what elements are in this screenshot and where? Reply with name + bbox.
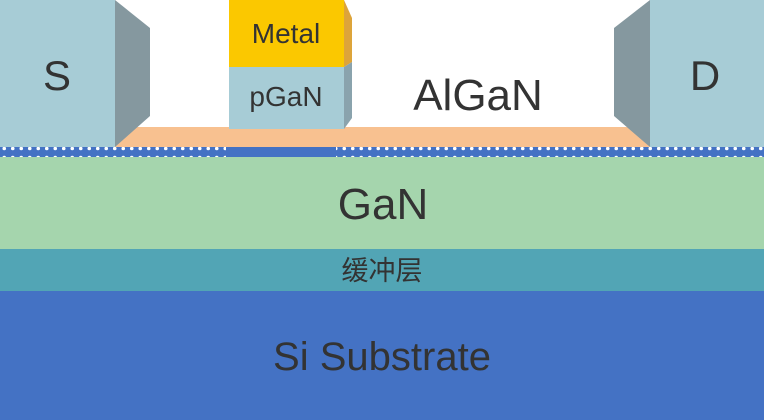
substrate-layer (0, 291, 764, 420)
drain-contact: D (614, 0, 764, 147)
metal-side (344, 0, 352, 67)
source-contact-side (115, 0, 150, 147)
metal-layer (229, 0, 344, 67)
gan-layer (0, 157, 764, 249)
gate-stack: Metal pGaN (229, 0, 352, 129)
pgan-label: pGaN (249, 81, 322, 112)
substrate-label: Si Substrate (273, 335, 491, 379)
source-label: S (43, 52, 71, 99)
electron-gas-right (336, 147, 764, 157)
pgan-side (344, 62, 352, 129)
gan-label: GaN (338, 180, 428, 229)
drain-contact-side (614, 0, 650, 147)
buffer-label: 缓冲层 (342, 256, 423, 286)
drain-label: D (690, 52, 720, 99)
source-contact: S (0, 0, 150, 147)
algan-label: AlGaN (413, 71, 543, 120)
buffer-layer (0, 249, 764, 291)
source-contact-face (0, 0, 115, 147)
metal-label: Metal (252, 18, 320, 49)
algan-layer (115, 127, 650, 147)
electron-gas-left (0, 147, 226, 157)
drain-contact-face (650, 0, 764, 147)
pgan-layer (229, 67, 344, 129)
